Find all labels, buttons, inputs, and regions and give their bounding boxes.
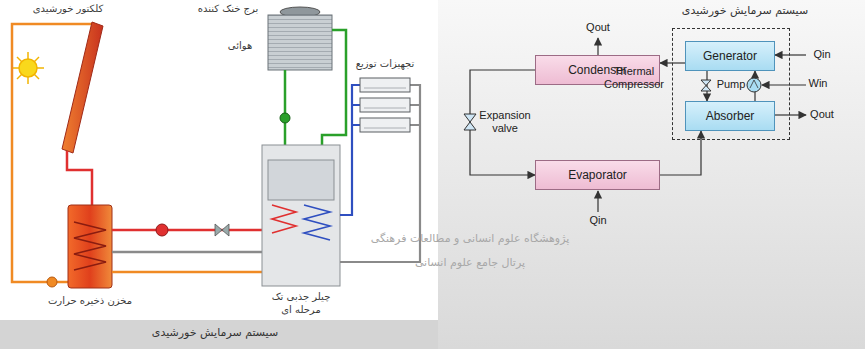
group-heading: Thermal Compressor [601, 65, 667, 91]
process-box: Absorber [685, 101, 775, 131]
watermark: پرتال جامع علوم انسانی [415, 256, 525, 269]
cooling-tower [268, 15, 332, 70]
heat-label: Qin [813, 48, 830, 61]
heat-label: Qout [586, 21, 610, 34]
flow-connector [660, 131, 701, 175]
part-label: برج خنک کننده [198, 3, 259, 16]
caption-band [0, 320, 438, 349]
expansion-valve-symbol [464, 114, 476, 130]
storage-tank [68, 205, 112, 288]
hot-coil [272, 205, 296, 233]
part-label: تجهیزات توزیع [356, 58, 415, 71]
part-label: چیلر جذبی تک مرحله ای [259, 291, 343, 316]
part-label: مخزن ذخیره حرارت [48, 295, 132, 308]
heat-label: Qin [589, 214, 606, 227]
hot-pipe [112, 229, 262, 232]
panel-ground [438, 0, 865, 349]
solar-collector [62, 22, 103, 153]
part-label: هوائی [228, 40, 252, 53]
component-label: Expansion valve [476, 109, 534, 135]
pump-symbol [47, 277, 57, 287]
cold-coil [304, 205, 330, 240]
panel-title: سیستم سرمایش خورشیدی [682, 4, 808, 17]
cooling-pipe [322, 30, 346, 145]
throttle-valve-symbol [701, 80, 711, 91]
fan-coil-unit [360, 78, 410, 132]
absorption-chiller [262, 145, 340, 286]
box-label: Absorber [706, 109, 755, 123]
flow-connector [470, 70, 535, 175]
process-box: Evaporator [535, 160, 660, 190]
pump-symbol [747, 78, 761, 92]
tank-coil [74, 222, 106, 270]
unit-grille [364, 88, 406, 128]
cooling-pipe [284, 70, 287, 145]
part-label: کلکتور خورشیدی [33, 3, 103, 16]
supply-pipe [67, 151, 92, 205]
sun-icon [12, 52, 44, 84]
work-label: Win [809, 77, 828, 90]
component-label: Pump [717, 78, 746, 91]
watermark: پژوهشگاه علوم انسانی و مطالعات فرهنگی [371, 232, 570, 245]
box-label: Generator [703, 49, 757, 63]
grey-pipe [112, 251, 262, 254]
pump-symbol [280, 113, 290, 123]
group-box: Thermal CompressorGeneratorAbsorber [672, 28, 790, 140]
valve-symbol [215, 224, 229, 236]
pump-symbol [156, 224, 168, 236]
return-pipe [112, 271, 262, 274]
box-label: Evaporator [568, 168, 627, 182]
chilled-pipe [340, 85, 360, 215]
heat-label: Qout [810, 108, 834, 121]
pump-symbol [750, 80, 758, 88]
figure-caption: سیستم سرمایش خورشیدی [152, 326, 278, 339]
process-box: Generator [685, 41, 775, 71]
chiller-shell [268, 160, 334, 200]
